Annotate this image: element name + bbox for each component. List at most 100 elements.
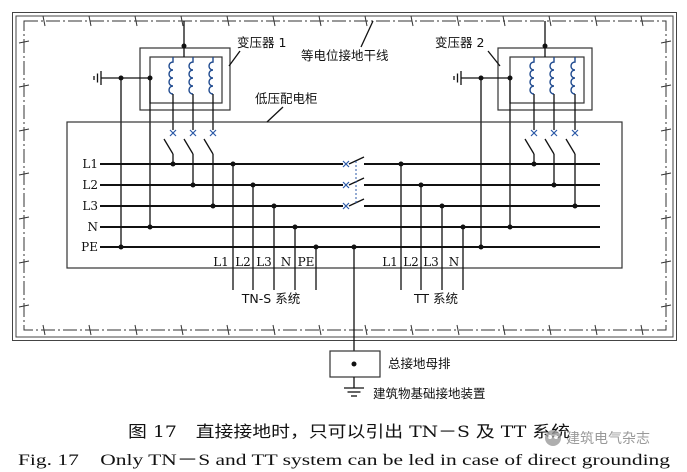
bus-label-pe: PE	[81, 240, 98, 254]
grounding-tick	[640, 15, 644, 27]
transformer-1-coil-l2	[188, 57, 194, 95]
grounding-tick	[134, 324, 138, 336]
bus-label-l3: L3	[82, 199, 98, 213]
transformer-1-coil-l1	[168, 57, 174, 95]
transformer-1-winding-frame	[149, 56, 223, 104]
equipotential-trunk-outer	[12, 12, 677, 341]
grounding-tick	[272, 324, 276, 336]
tns-l2-label: L2	[235, 255, 251, 269]
bus-tie-breaker	[342, 156, 365, 210]
watermark-logo-dot	[554, 435, 558, 439]
transformer-2-winding-frame	[509, 56, 585, 104]
figure-caption-cn: 图 17 直接接地时，只可以引出 TN－S 及 TT 系统	[128, 422, 570, 441]
breaker-x-icon	[550, 129, 558, 137]
grounding-tick	[456, 324, 460, 336]
breaker-blade	[203, 138, 214, 155]
grounding-tick	[18, 128, 30, 132]
equipotential-trunk-leader	[360, 20, 374, 48]
grounding-tick	[660, 260, 672, 264]
bus-junctions	[118, 161, 578, 250]
breaker-x-icon	[342, 202, 350, 210]
grounding-ticks	[18, 15, 672, 336]
grounding-tick	[18, 172, 30, 176]
bus-label-n: N	[88, 220, 99, 234]
earth-icon	[453, 71, 462, 85]
watermark-logo-dot	[548, 435, 552, 439]
transformer-1-bond-dot	[181, 43, 187, 49]
transformer-2-label: 变压器 2	[435, 35, 484, 50]
earth-icon	[93, 71, 102, 85]
breaker-x-icon	[189, 129, 197, 137]
lv-cabinet-label: 低压配电柜	[255, 91, 318, 106]
grounding-tick	[18, 40, 30, 44]
grounding-tick	[226, 324, 230, 336]
grounding-tick	[660, 172, 672, 176]
tt-l2-label: L2	[403, 255, 419, 269]
grounding-tick	[502, 15, 506, 27]
tns-system-label: TN-S 系统	[241, 291, 300, 306]
grounding-tick	[364, 324, 368, 336]
tns-system-outgoing: L1 L2 L3 N PE TN-S 系统	[213, 164, 317, 306]
watermark-text: 建筑电气杂志	[566, 431, 650, 447]
equipotential-trunk-label: 等电位接地干线	[301, 48, 389, 63]
tt-l1-label: L1	[382, 255, 398, 269]
transformer-2-coil-l1	[529, 57, 535, 95]
lv-cabinet-leader	[266, 106, 284, 123]
grounding-tick	[42, 15, 46, 27]
breaker-x-icon	[342, 160, 350, 168]
junction-dot	[478, 244, 484, 250]
tns-pe-label: PE	[298, 255, 315, 269]
breaker-x-icon	[169, 129, 177, 137]
grounding-tick	[410, 15, 414, 27]
junction-dot	[170, 161, 176, 167]
breaker-blade	[183, 138, 194, 155]
tns-l1-label: L1	[213, 255, 229, 269]
transformer-2-breakers	[524, 94, 579, 206]
grounding-tick	[88, 15, 92, 27]
grounding-tick	[640, 324, 644, 336]
transformer-1-label: 变压器 1	[237, 35, 286, 50]
junction-dot	[190, 182, 196, 188]
breaker-x-icon	[530, 129, 538, 137]
grounding-tick	[660, 40, 672, 44]
grounding-tick	[660, 304, 672, 308]
transformer-2-bond-dot	[542, 43, 548, 49]
watermark-logo-icon	[545, 430, 561, 446]
bus-label-l1: L1	[82, 157, 98, 171]
watermark: 建筑电气杂志	[545, 430, 650, 447]
breaker-blade	[163, 138, 174, 155]
transformer-2-coil-l2	[549, 57, 555, 95]
grounding-tick	[180, 15, 184, 27]
grounding-tick	[548, 15, 552, 27]
grounding-tick	[660, 216, 672, 220]
breaker-blade	[565, 138, 576, 155]
main-earthing-bar-label: 总接地母排	[388, 356, 451, 371]
tt-system-outgoing: L1 L2 L3 N TT 系统	[382, 164, 464, 306]
equipotential-trunk-inner	[15, 15, 674, 338]
grounding-tick	[18, 216, 30, 220]
transformer-1-leader	[228, 50, 241, 67]
grounding-tick	[410, 324, 414, 336]
grounding-tick	[42, 324, 46, 336]
grounding-tick	[318, 15, 322, 27]
grounding-tick	[18, 260, 30, 264]
grounding-tick	[88, 324, 92, 336]
grounding-tick	[180, 324, 184, 336]
grounding-tick	[134, 15, 138, 27]
grounding-tick	[364, 15, 368, 27]
grounding-tick	[660, 84, 672, 88]
breaker-x-icon	[209, 129, 217, 137]
junction-dot	[210, 203, 216, 209]
breaker-x-icon	[571, 129, 579, 137]
junction-dot	[507, 224, 513, 230]
lv-cabinet	[66, 121, 623, 269]
tns-l3-label: L3	[256, 255, 272, 269]
grounding-tick	[226, 15, 230, 27]
breaker-blade	[524, 138, 535, 155]
transformer-2-coil-l3	[570, 57, 576, 95]
grounding-tick	[18, 84, 30, 88]
transformer-2-leader	[487, 50, 501, 67]
transformer-2: 变压器 2	[435, 21, 593, 111]
junction-dot	[572, 203, 578, 209]
